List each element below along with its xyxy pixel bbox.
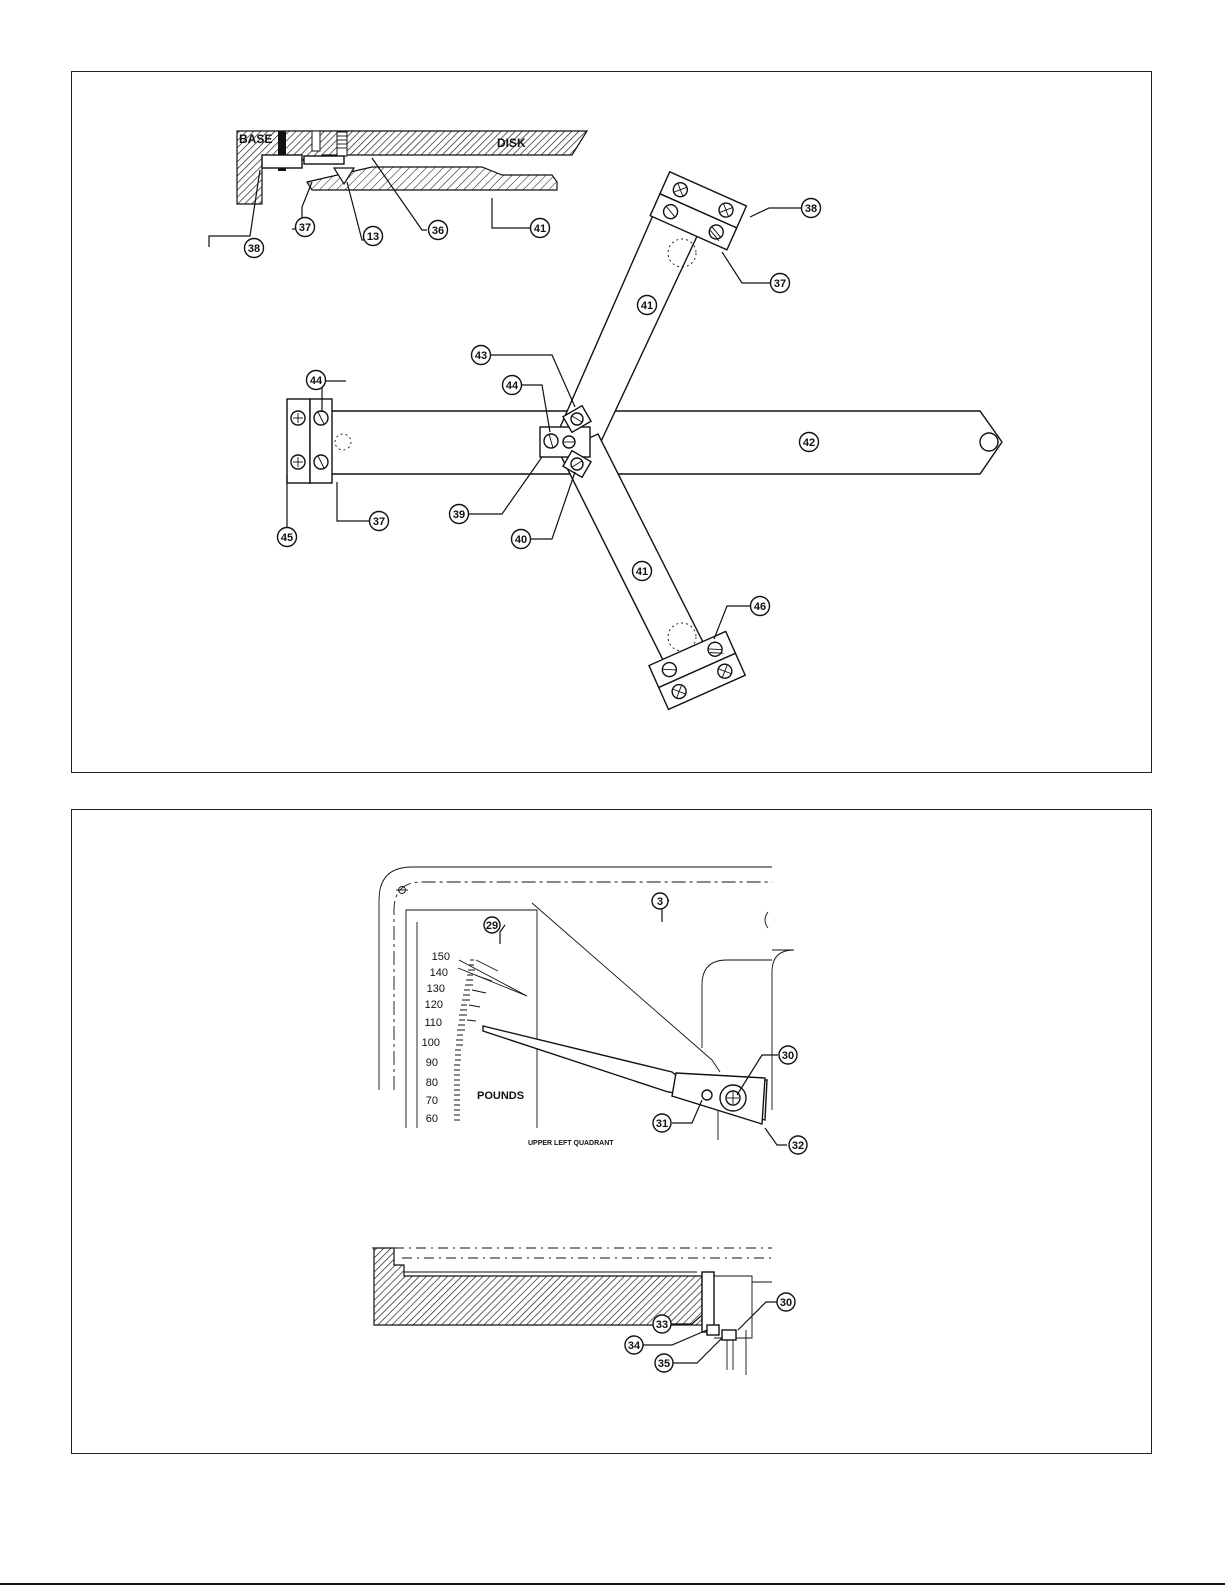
svg-text:46: 46 [754, 601, 766, 613]
screw-center-44 [544, 434, 558, 448]
screw-center-39 [563, 436, 575, 448]
callout-46: 46 [751, 597, 770, 616]
screw-phillips-left-2 [291, 455, 305, 469]
pointer-plate [672, 1073, 765, 1124]
section-view: BASE DISK 38 37 13 36 41 [209, 131, 587, 258]
svg-text:31: 31 [656, 1118, 668, 1130]
svg-text:41: 41 [641, 300, 653, 312]
svg-text:30: 30 [780, 1297, 792, 1309]
scale-number-150: 150 [432, 951, 450, 963]
disk-label: DISK [497, 136, 526, 150]
callout-30-side: 30 [777, 1293, 795, 1311]
lever-assembly-panel: BASE DISK 38 37 13 36 41 [71, 71, 1152, 773]
callout-44-left: 44 [307, 371, 326, 390]
svg-text:36: 36 [432, 225, 444, 237]
adjust-screw-30 [720, 1085, 746, 1111]
pounds-label: POUNDS [477, 1090, 524, 1102]
scale-number-110: 110 [424, 1017, 442, 1029]
svg-text:43: 43 [475, 350, 487, 362]
scale-number-100: 100 [422, 1037, 440, 1049]
callout-13-section: 13 [364, 227, 383, 246]
callout-35: 35 [655, 1354, 673, 1372]
callout-44-center: 44 [503, 376, 522, 395]
screw-slot-left-2 [314, 455, 328, 469]
dial-assembly-drawing: 150 140 130 120 110 100 90 80 70 60 POUN… [72, 810, 1153, 1455]
svg-text:44: 44 [506, 380, 519, 392]
callout-41-section: 41 [531, 219, 550, 238]
dial-view: 150 140 130 120 110 100 90 80 70 60 POUN… [379, 867, 807, 1154]
svg-text:37: 37 [299, 222, 311, 234]
callout-45: 45 [278, 528, 297, 547]
svg-text:40: 40 [515, 534, 527, 546]
svg-text:3: 3 [657, 896, 663, 908]
callout-3: 3 [652, 893, 668, 909]
quadrant-caption: UPPER LEFT QUADRANT [528, 1140, 614, 1147]
callout-41-upper: 41 [638, 296, 657, 315]
plan-view: 38 37 41 43 44 44 42 45 37 39 40 41 46 [278, 172, 1003, 710]
svg-text:45: 45 [281, 532, 293, 544]
lever-assembly-drawing: BASE DISK 38 37 13 36 41 [72, 72, 1153, 774]
svg-text:34: 34 [628, 1340, 641, 1352]
screw-slot-left-1 [314, 411, 328, 425]
svg-text:29: 29 [486, 920, 498, 932]
callout-43: 43 [472, 346, 491, 365]
base-label: BASE [239, 132, 272, 146]
callout-30-dial: 30 [779, 1046, 797, 1064]
svg-text:30: 30 [782, 1050, 794, 1062]
scale-number-70: 70 [426, 1095, 438, 1107]
svg-text:37: 37 [373, 516, 385, 528]
svg-text:32: 32 [792, 1140, 804, 1152]
bracket-33 [702, 1272, 714, 1332]
callout-37-left: 37 [370, 512, 389, 531]
svg-text:13: 13 [367, 231, 379, 243]
scale-number-140: 140 [430, 967, 448, 979]
callout-42: 42 [800, 433, 819, 452]
svg-text:38: 38 [248, 243, 260, 255]
callout-36-section: 36 [429, 221, 448, 240]
lever-42 [330, 411, 1002, 474]
scale-number-80: 80 [426, 1077, 438, 1089]
svg-text:42: 42 [803, 437, 815, 449]
bracket-section [262, 155, 302, 168]
svg-text:41: 41 [534, 223, 546, 235]
svg-text:44: 44 [310, 375, 323, 387]
callout-38: 38 [802, 199, 821, 218]
callout-29: 29 [484, 917, 500, 933]
svg-text:35: 35 [658, 1358, 670, 1370]
scale-number-90: 90 [426, 1057, 438, 1069]
callout-37-section: 37 [296, 218, 315, 237]
callout-38-section: 38 [245, 239, 264, 258]
dial-assembly-panel: 150 140 130 120 110 100 90 80 70 60 POUN… [71, 809, 1152, 1454]
nut-35 [722, 1330, 736, 1340]
svg-text:39: 39 [453, 509, 465, 521]
pin-34 [707, 1325, 719, 1335]
pin-31 [702, 1090, 712, 1100]
scale-number-60: 60 [426, 1113, 438, 1125]
svg-text:41: 41 [636, 566, 648, 578]
dial-housing-section [374, 1248, 702, 1325]
callout-34: 34 [625, 1336, 643, 1354]
screw-phillips-left-1 [291, 411, 305, 425]
lever-42-hole [980, 433, 998, 451]
svg-text:37: 37 [774, 278, 786, 290]
callout-40: 40 [512, 530, 531, 549]
callout-39: 39 [450, 505, 469, 524]
callout-31: 31 [653, 1114, 671, 1132]
scale-number-120: 120 [425, 999, 443, 1011]
scale-number-130: 130 [427, 983, 445, 995]
svg-text:33: 33 [656, 1319, 668, 1331]
callout-32: 32 [789, 1136, 807, 1154]
callout-37-upper: 37 [771, 274, 790, 293]
callout-41-lower: 41 [633, 562, 652, 581]
callout-33: 33 [653, 1315, 671, 1333]
side-section-view: 30 33 34 35 [372, 1248, 795, 1375]
svg-text:38: 38 [805, 203, 817, 215]
